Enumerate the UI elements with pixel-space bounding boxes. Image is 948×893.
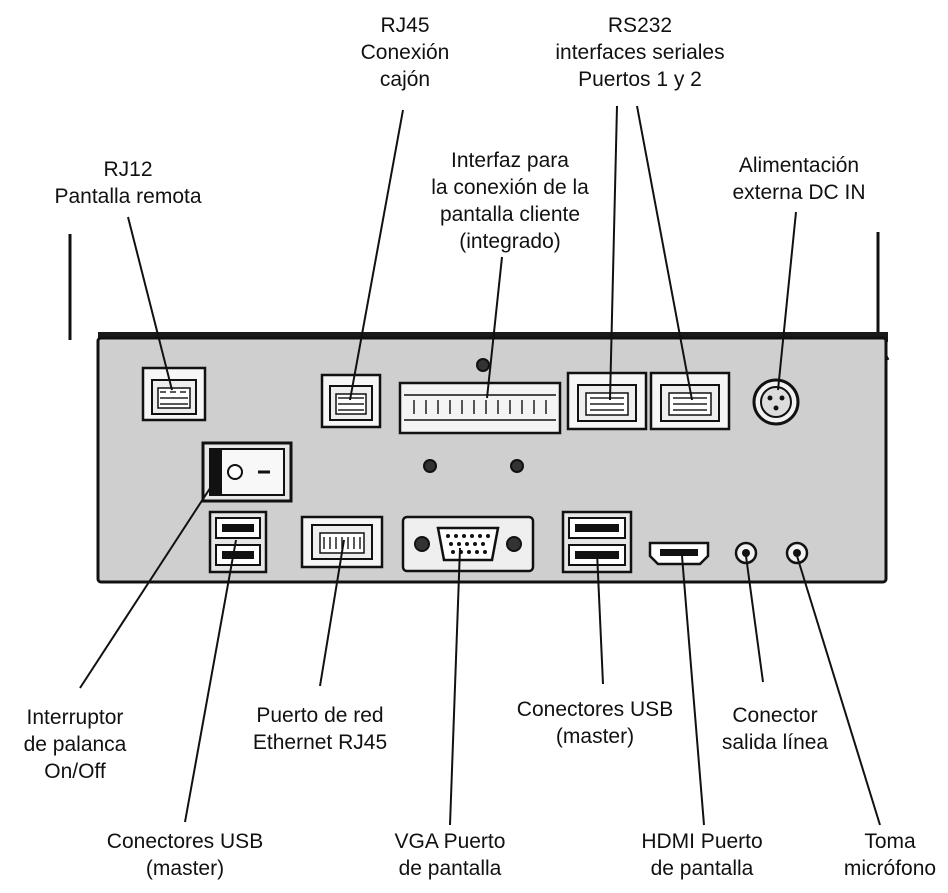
label-hdmi-line1: HDMI Puerto <box>641 830 763 853</box>
label-usb-right-line1: Conectores USB <box>516 698 674 721</box>
label-usb-right-line2: (master) <box>555 725 635 748</box>
label-vga: VGA Puerto de pantalla <box>375 828 525 882</box>
label-customer-display-line3: pantalla cliente <box>439 203 581 226</box>
label-line-out-line2: salida línea <box>721 731 829 754</box>
label-power-switch-line3: On/Off <box>44 760 106 783</box>
label-rj45-drawer-line1: RJ45 <box>380 14 430 37</box>
vga-port-icon <box>401 515 535 573</box>
label-customer-display-line2: la conexión de la <box>431 176 589 199</box>
label-dc-in: Alimentación externa DC IN <box>704 152 894 206</box>
label-usb-right: Conectores USB (master) <box>500 696 690 750</box>
label-rj45-drawer-line2: Conexión <box>360 41 450 64</box>
label-hdmi-line2: de pantalla <box>650 857 754 880</box>
label-rj45-drawer-line3: cajón <box>379 68 431 91</box>
label-mic: Toma micrófono <box>832 828 948 882</box>
label-mic-line2: micrófono <box>843 857 937 880</box>
label-dc-in-line2: externa DC IN <box>732 181 866 204</box>
label-usb-left-line2: (master) <box>145 857 225 880</box>
label-ethernet: Puerto de red Ethernet RJ45 <box>235 702 405 756</box>
label-line-out: Conector salida línea <box>700 702 850 756</box>
label-customer-display-line1: Interfaz para <box>451 149 569 172</box>
label-rs232-line1: RS232 <box>607 14 673 37</box>
label-dc-in-line1: Alimentación <box>738 154 860 177</box>
label-line-out-line1: Conector <box>732 704 818 727</box>
label-vga-line2: de pantalla <box>398 857 502 880</box>
label-usb-left: Conectores USB (master) <box>90 828 280 882</box>
label-rs232-line3: Puertos 1 y 2 <box>578 68 702 91</box>
label-rj12-line1: RJ12 <box>103 158 153 181</box>
label-rs232-line2: interfaces seriales <box>555 41 725 64</box>
rj12-port-icon <box>141 366 207 422</box>
label-rj45-drawer: RJ45 Conexión cajón <box>330 12 480 93</box>
label-rs232: RS232 interfaces seriales Puertos 1 y 2 <box>520 12 760 93</box>
hdmi-port-icon <box>648 541 710 566</box>
leader-lines <box>79 105 881 826</box>
power-switch-icon <box>201 441 293 503</box>
label-ethernet-line1: Puerto de red <box>256 704 384 727</box>
rs232-port-1-icon <box>566 371 648 431</box>
customer-display-connector-icon <box>398 358 562 435</box>
usb-left-port-icon <box>208 510 268 574</box>
panel-screws <box>423 459 524 473</box>
label-power-switch: Interruptor de palanca On/Off <box>0 704 150 785</box>
label-customer-display: Interfaz para la conexión de la pantalla… <box>400 147 620 255</box>
ethernet-port-icon <box>300 515 384 569</box>
label-rj12: RJ12 Pantalla remota <box>28 156 228 210</box>
label-customer-display-line4: (integrado) <box>459 230 561 253</box>
label-rj12-line2: Pantalla remota <box>54 185 202 208</box>
mic-jack-icon <box>785 541 809 565</box>
rj45-drawer-port-icon <box>320 373 382 429</box>
label-ethernet-line2: Ethernet RJ45 <box>252 731 388 754</box>
label-power-switch-line2: de palanca <box>23 733 127 756</box>
rs232-port-2-icon <box>649 371 731 431</box>
label-vga-line1: VGA Puerto <box>394 830 506 853</box>
label-usb-left-line1: Conectores USB <box>106 830 264 853</box>
label-mic-line1: Toma <box>864 830 916 853</box>
dc-in-jack-icon <box>752 378 800 426</box>
label-power-switch-line1: Interruptor <box>26 706 124 729</box>
label-hdmi: HDMI Puerto de pantalla <box>622 828 782 882</box>
